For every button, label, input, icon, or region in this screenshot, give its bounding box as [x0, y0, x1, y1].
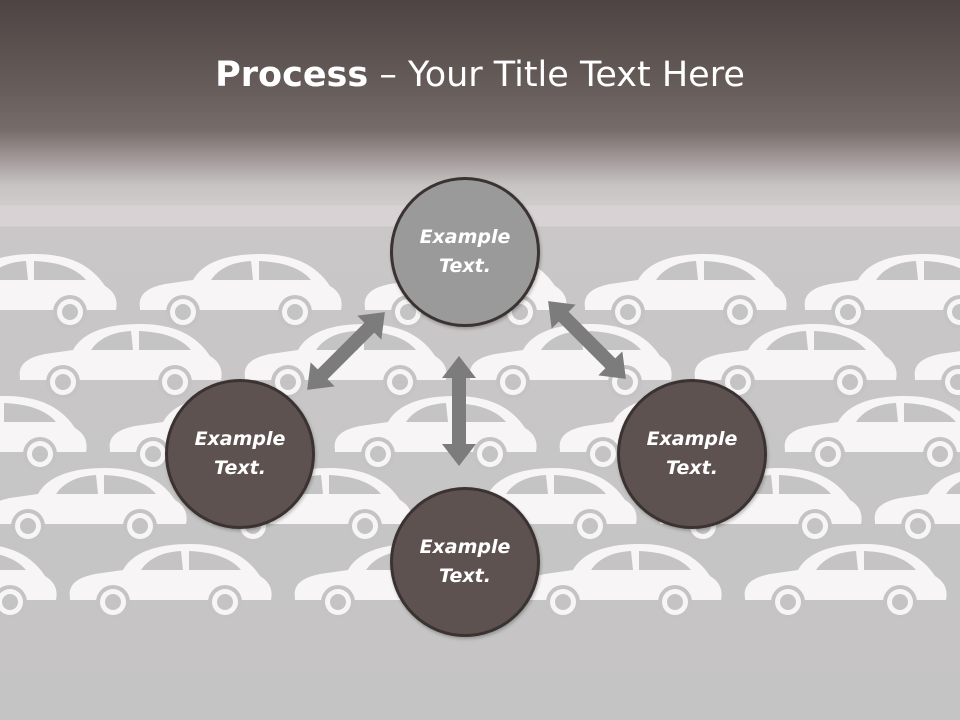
slide-title: Process – Your Title Text Here [0, 52, 960, 98]
node-right-line1: Example [646, 428, 738, 450]
node-bottom-line1: Example [419, 536, 511, 558]
node-right-line2: Text. [666, 457, 718, 479]
car-row-2 [19, 324, 960, 398]
process-node-left: Example Text. [165, 379, 315, 529]
node-bottom-line2: Text. [439, 565, 491, 587]
process-node-right: Example Text. [617, 379, 767, 529]
process-node-bottom: Example Text. [390, 487, 540, 637]
node-left-line1: Example [194, 428, 286, 450]
car-row-3 [0, 396, 960, 470]
process-node-top: Example Text. [390, 177, 540, 327]
node-top-line2: Text. [439, 255, 491, 277]
title-bold: Process [215, 55, 369, 95]
node-left-line2: Text. [214, 457, 266, 479]
title-rest: – Your Title Text Here [368, 55, 745, 95]
node-top-line1: Example [419, 226, 511, 248]
